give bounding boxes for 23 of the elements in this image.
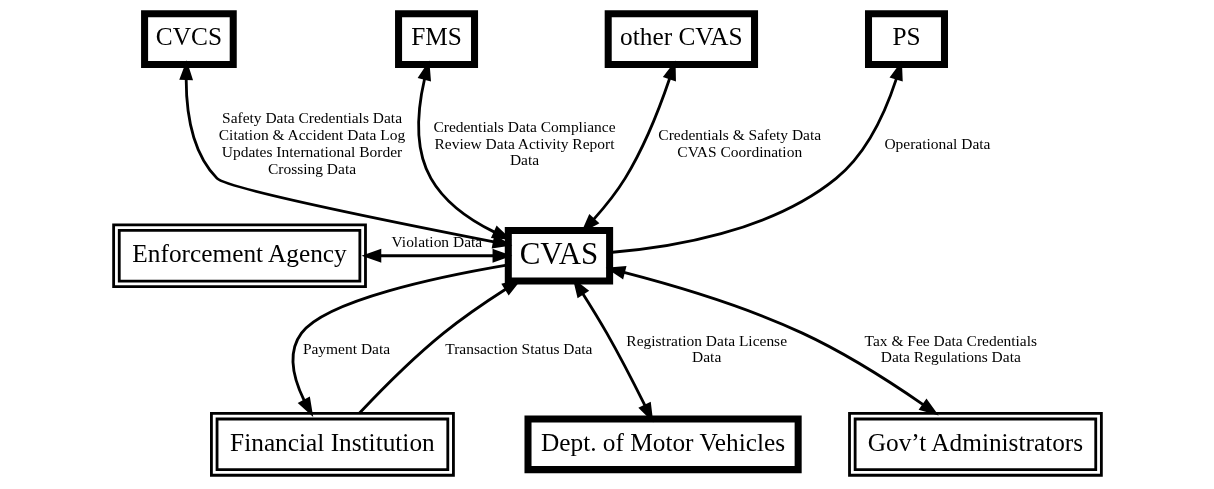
node-box: Enforcement Agency <box>111 223 367 289</box>
node-box: FMS <box>394 10 478 68</box>
node-box: PS <box>864 10 948 68</box>
edge-label: Credentials Data Compliance Review Data Activity Report Data <box>432 117 616 169</box>
edge-label: Operational Data <box>883 134 990 152</box>
arrow <box>605 266 939 416</box>
arrow <box>178 60 512 249</box>
edge-label: Violation Data <box>391 233 482 251</box>
arrow <box>416 60 512 240</box>
node-box: other CVAS <box>604 10 758 68</box>
node-box: CVAS <box>504 226 613 285</box>
node-box: Financial Institution <box>209 411 455 477</box>
edge-label: Safety Data Credentials Data Citation & Accident Data Log Updates International Border Crossing Data <box>218 109 405 177</box>
edge-label: Payment Data <box>302 339 390 357</box>
edge-label: Registration Data License Data <box>625 331 787 366</box>
arrow <box>291 263 508 418</box>
node-box: Dept. of Motor Vehicles <box>524 415 802 474</box>
edge-label: Credentials & Safety Data CVAS Coordination <box>657 126 821 160</box>
edge-label: Tax & Fee Data Credentials Data Regulations Data <box>864 331 1037 366</box>
arrow <box>361 248 512 263</box>
node-box: CVCS <box>140 10 237 68</box>
edge-label: Transaction Status Data <box>444 339 592 357</box>
node-box: Gov’t Administrators <box>847 411 1103 477</box>
